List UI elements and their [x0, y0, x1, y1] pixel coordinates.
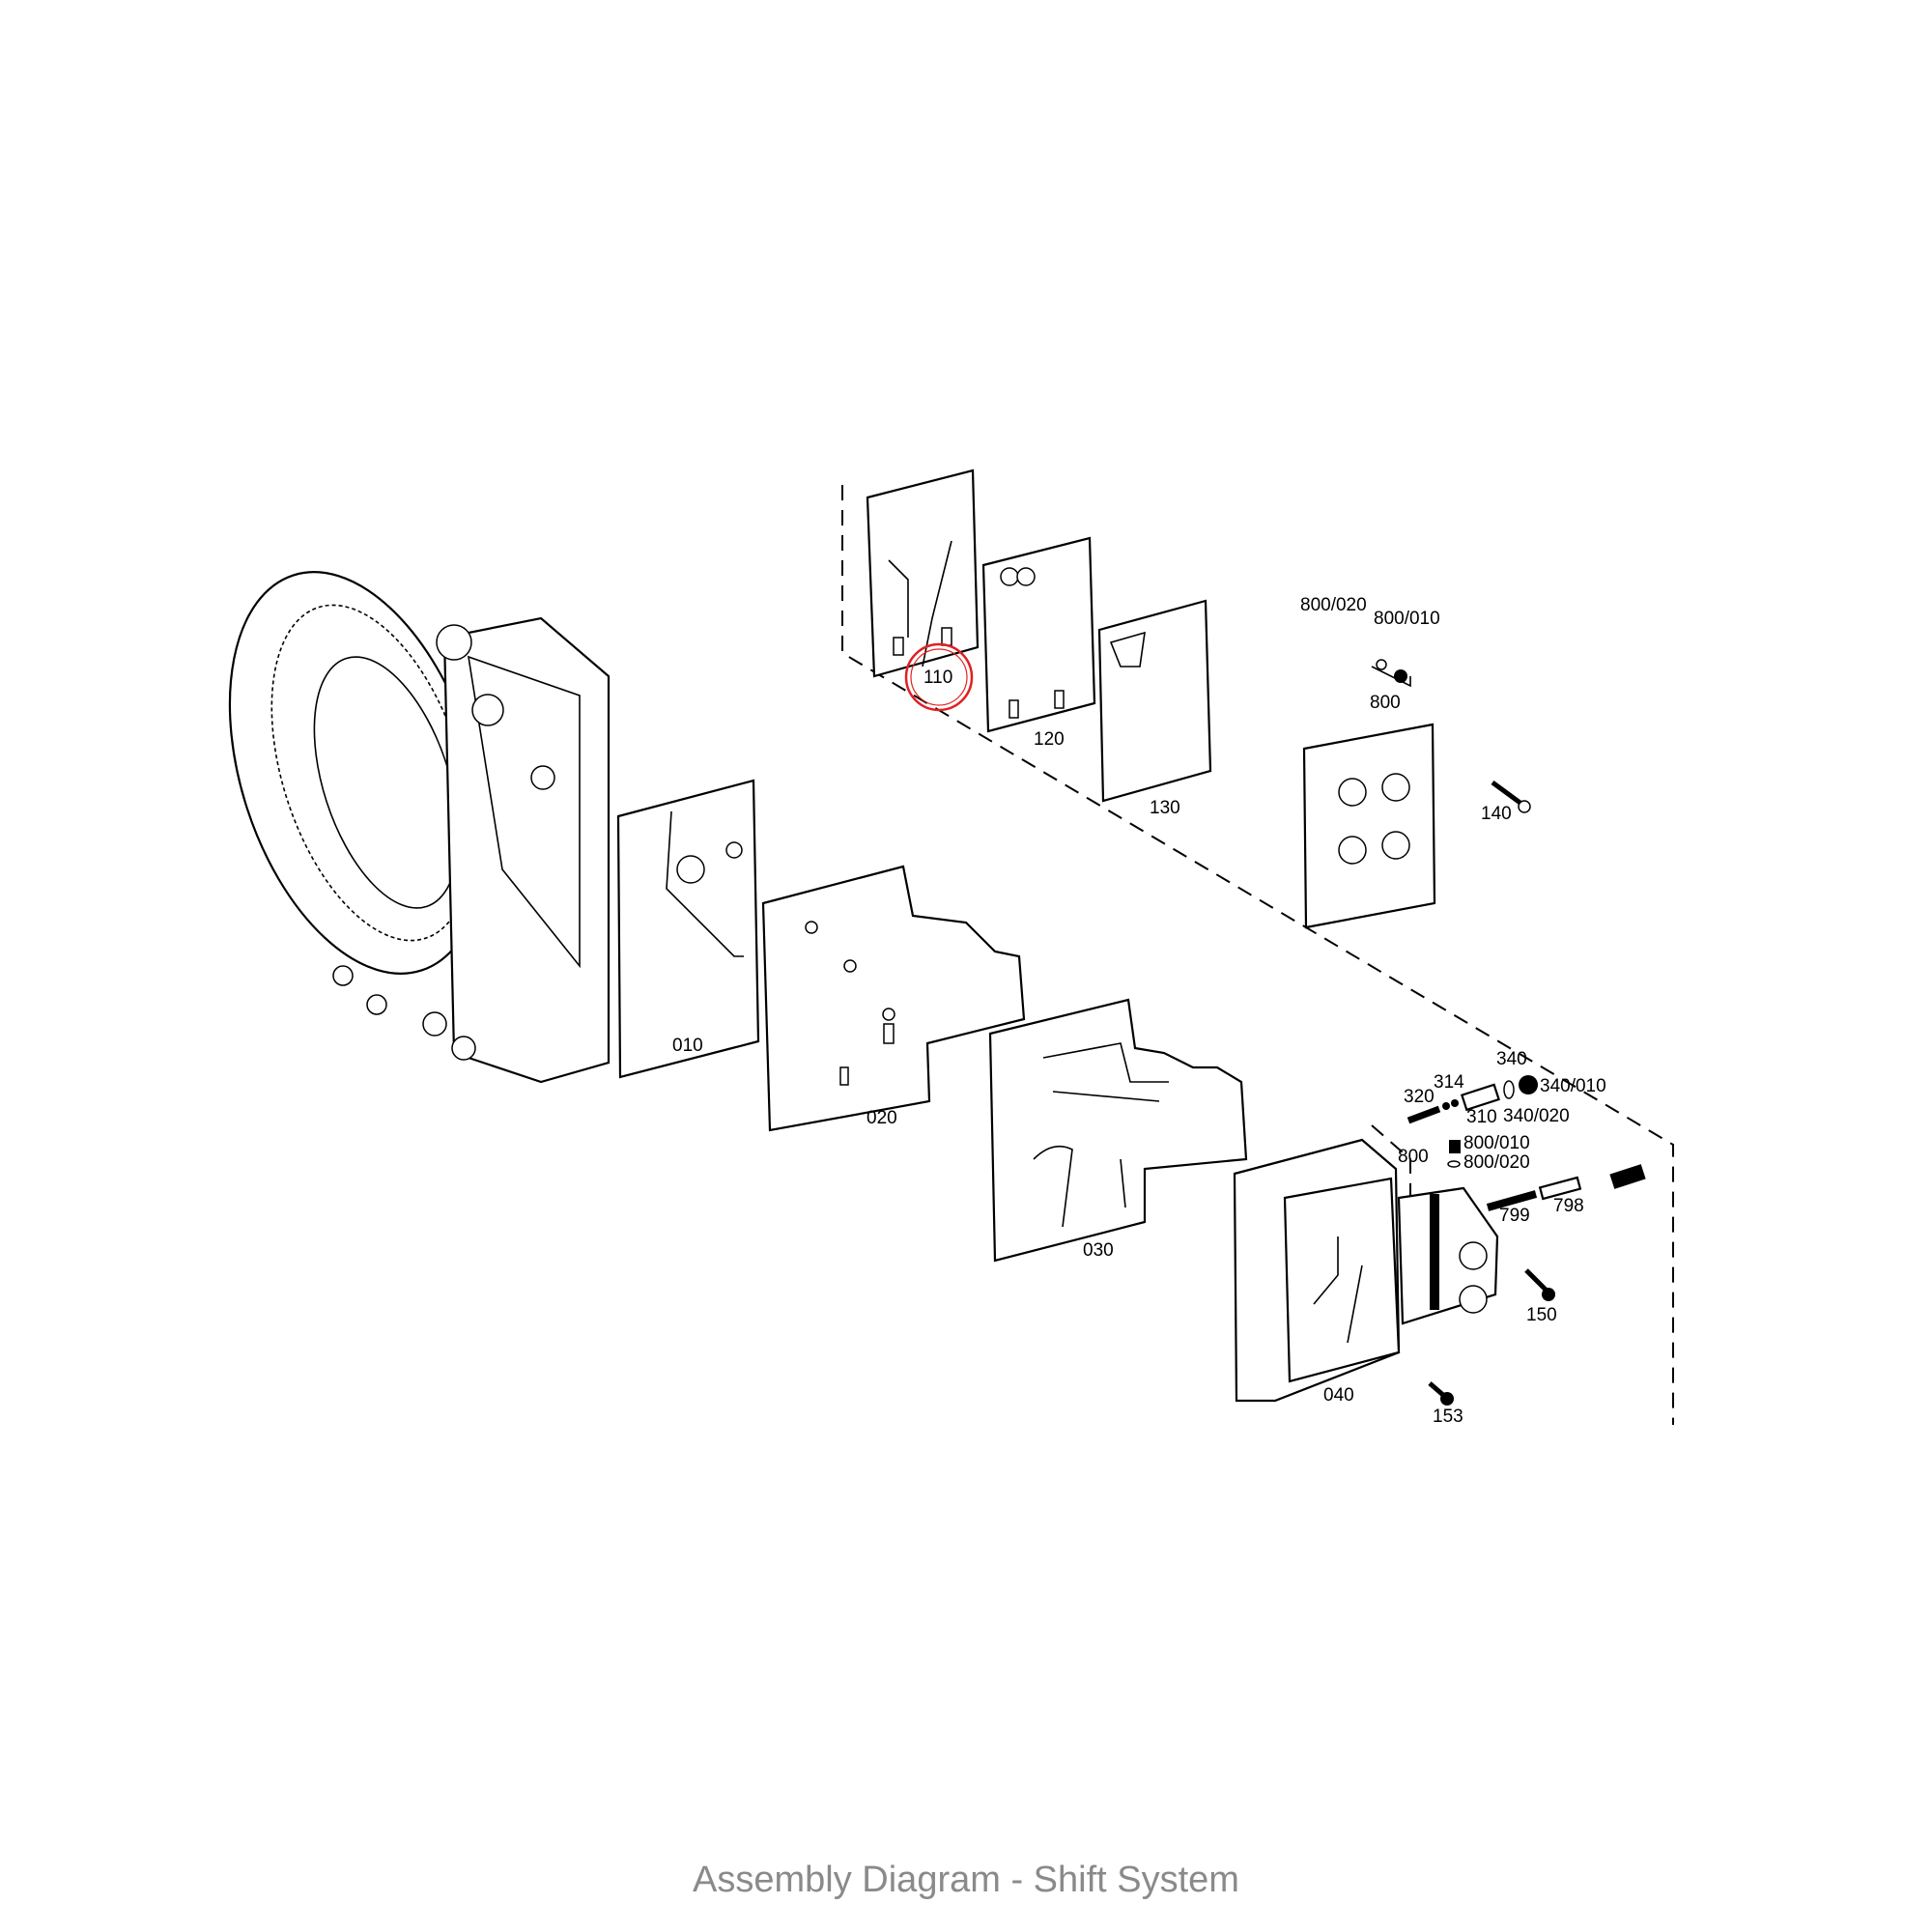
callout-320[interactable]: 320 [1404, 1087, 1435, 1107]
highlight-circle [904, 642, 974, 712]
callout-314[interactable]: 314 [1434, 1072, 1464, 1093]
plate-120 [981, 536, 1096, 733]
callout-120[interactable]: 120 [1034, 729, 1065, 750]
callout-010[interactable]: 010 [672, 1036, 703, 1056]
callout-030[interactable]: 030 [1083, 1240, 1114, 1261]
callout-340-010[interactable]: 340/010 [1540, 1076, 1606, 1096]
callout-153[interactable]: 153 [1433, 1406, 1463, 1427]
control-unit-040 [1233, 1138, 1499, 1403]
callout-110[interactable]: 110 [923, 668, 952, 688]
valve-block-upper [1302, 659, 1436, 929]
callout-799[interactable]: 799 [1499, 1206, 1530, 1226]
spring-320 [1406, 1105, 1441, 1124]
callout-150[interactable]: 150 [1526, 1305, 1557, 1325]
piston-310 [1460, 1083, 1500, 1112]
plate-010 [616, 779, 760, 1079]
callout-020[interactable]: 020 [867, 1108, 897, 1128]
callout-800-020-top[interactable]: 800/020 [1300, 595, 1367, 615]
assembly-axis-lower [1371, 1124, 1411, 1198]
callout-040[interactable]: 040 [1323, 1385, 1354, 1406]
bolt-150 [1524, 1268, 1555, 1301]
plate-110 [866, 469, 980, 678]
plate-130 [1097, 599, 1212, 803]
transmission-housing [228, 571, 611, 1084]
bolt-153 [1428, 1381, 1454, 1406]
callout-140[interactable]: 140 [1481, 804, 1512, 824]
plug-800 [1447, 1140, 1461, 1168]
sensor [1609, 1164, 1646, 1189]
callout-800-010-top[interactable]: 800/010 [1374, 609, 1440, 629]
ring-314 [1442, 1099, 1459, 1110]
callout-340[interactable]: 340 [1496, 1049, 1527, 1069]
plate-020 [761, 865, 1026, 1132]
plate-030 [988, 998, 1248, 1263]
diagram-caption: Assembly Diagram - Shift System [693, 1860, 1239, 1900]
callout-800-top[interactable]: 800 [1370, 693, 1401, 713]
callout-800-mid[interactable]: 800 [1398, 1147, 1429, 1167]
callout-340-020[interactable]: 340/020 [1503, 1106, 1570, 1126]
callout-800-010-mid[interactable]: 800/010 [1463, 1133, 1530, 1153]
callout-800-020-mid[interactable]: 800/020 [1463, 1152, 1530, 1173]
callout-310[interactable]: 310 [1466, 1107, 1497, 1127]
plug-340 [1503, 1075, 1538, 1099]
valve-798 [1538, 1176, 1582, 1201]
callout-798[interactable]: 798 [1553, 1196, 1584, 1216]
assembly-axis-upper [841, 485, 1674, 1425]
bolt-140 [1491, 780, 1531, 813]
callout-130[interactable]: 130 [1150, 798, 1180, 818]
spring-799 [1486, 1190, 1538, 1211]
